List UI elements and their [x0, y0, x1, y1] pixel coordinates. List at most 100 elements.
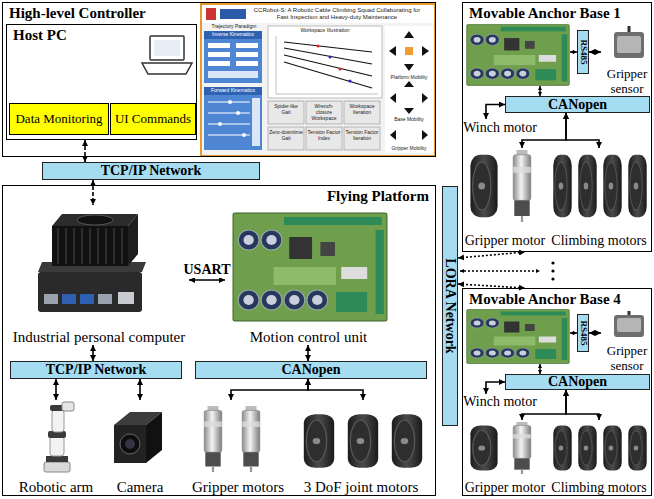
ui-screenshot	[349, 80, 352, 83]
anchor-motor-image	[513, 422, 531, 474]
sensor-unit: Gripper sensor	[601, 25, 653, 96]
connector	[139, 379, 141, 400]
gripper-sensor-image	[617, 318, 641, 332]
robot-arm-image	[44, 462, 70, 472]
node-label: UI Commands	[115, 112, 191, 126]
screen-text: Workspace Iteration	[345, 104, 379, 116]
anchor-motor-image	[553, 425, 571, 470]
gripper-motor-image	[242, 406, 260, 472]
connector	[566, 113, 599, 148]
screen-text: Gripper Mobility	[386, 146, 432, 152]
ui-screenshot	[201, 4, 435, 156]
robot-arm-image	[50, 436, 64, 456]
anchor-motor-image	[603, 155, 621, 217]
node-label: CANopen	[548, 374, 607, 389]
camera-image	[114, 412, 162, 463]
anchor-motor-image	[628, 155, 646, 217]
gripper-sensor-image	[614, 315, 644, 337]
bus-band: CANopen	[505, 374, 650, 390]
anchor-motor-image	[603, 425, 621, 470]
camera-image	[146, 412, 162, 463]
anchor-motor-image	[513, 150, 531, 222]
screen-text: Tension Factor Index	[307, 130, 341, 142]
screen-text: Zero-downtime Gait	[269, 130, 303, 142]
ui-screenshot	[344, 127, 380, 150]
node-label: Motion control unit	[225, 329, 392, 346]
local-link-arrow	[570, 51, 577, 52]
camera-image	[114, 425, 146, 463]
ui-screenshot	[204, 31, 262, 39]
computer-image	[62, 294, 76, 304]
anchor-panel: Movable Anchor Base 1RS485Gripper sensor…	[462, 2, 652, 252]
computer-image	[118, 292, 134, 304]
robot-arm-image	[46, 456, 68, 462]
computer-image	[81, 228, 83, 264]
camera-image	[125, 439, 135, 449]
node-label: Data Monitoring	[15, 112, 102, 126]
control-board: Motion control unit	[225, 208, 392, 345]
node-label: Climbing motors	[547, 480, 651, 495]
screen-text: Workspace Illustration	[270, 28, 380, 34]
ui-screenshot	[228, 100, 232, 104]
node-label: Winch motor	[463, 394, 537, 409]
computer-image	[65, 228, 67, 264]
computer-image	[113, 228, 115, 264]
anchor-board-image	[467, 310, 570, 364]
computer-image	[38, 272, 142, 312]
ui-screenshot	[404, 64, 414, 71]
network-band: TCP/IP Network	[42, 162, 260, 180]
connector	[486, 105, 505, 120]
node-label: Gripper motors	[185, 479, 291, 496]
anchor-motor-image	[470, 425, 497, 470]
ui-screenshot	[317, 45, 320, 48]
laptop-icon	[142, 36, 192, 74]
computer-image	[105, 228, 107, 264]
function-box: UI Commands	[110, 103, 196, 135]
computer-image	[128, 214, 138, 266]
computer-image	[58, 228, 122, 264]
robot-arm-image	[62, 402, 74, 411]
screen-text: Inverse Kinematics	[205, 32, 261, 38]
computer-image	[52, 214, 138, 226]
computer-image	[57, 228, 59, 264]
ui-screenshot	[201, 4, 435, 156]
robot-arm-image	[44, 402, 74, 472]
screen-text: Platform Mobility	[386, 75, 432, 81]
local-link-arrow	[539, 364, 540, 374]
ui-screenshot	[404, 81, 414, 87]
ui-screenshot	[389, 31, 429, 140]
joint-motor-image	[304, 414, 334, 468]
ui-screenshot	[339, 68, 342, 71]
ui-screenshot	[306, 127, 342, 150]
computer-image	[89, 228, 91, 264]
ui-screenshot	[306, 101, 342, 124]
gripper-sensor-image	[628, 311, 631, 315]
ui-screenshot	[422, 93, 428, 103]
ui-screenshot	[284, 48, 372, 64]
ui-screenshot	[268, 127, 304, 150]
computer-image	[77, 215, 113, 225]
connector	[308, 379, 363, 400]
ui-screenshot	[236, 43, 258, 48]
anchor-board-image	[467, 25, 570, 86]
node-label: Gripper motor	[462, 480, 548, 495]
ui-screenshot	[390, 130, 396, 140]
ui-screenshot	[242, 133, 246, 137]
ui-screenshot	[208, 43, 230, 48]
computer-image	[97, 228, 99, 264]
camera-unit: Camera	[103, 400, 177, 495]
bus-band: CANopen	[195, 361, 427, 379]
ui-screenshot	[422, 46, 429, 56]
network-band: TCP/IP Network	[10, 361, 182, 379]
ui-screenshot	[284, 42, 372, 88]
computer-image	[38, 214, 146, 312]
motor-unit: Gripper motor	[462, 420, 548, 495]
ellipsis-dots	[551, 269, 554, 272]
connector	[189, 279, 225, 281]
edge-label: USART	[182, 262, 233, 278]
screen-text: Forward Kinematics	[205, 88, 261, 94]
ui-screenshot	[344, 101, 380, 124]
node-label: CANopen	[548, 97, 607, 112]
